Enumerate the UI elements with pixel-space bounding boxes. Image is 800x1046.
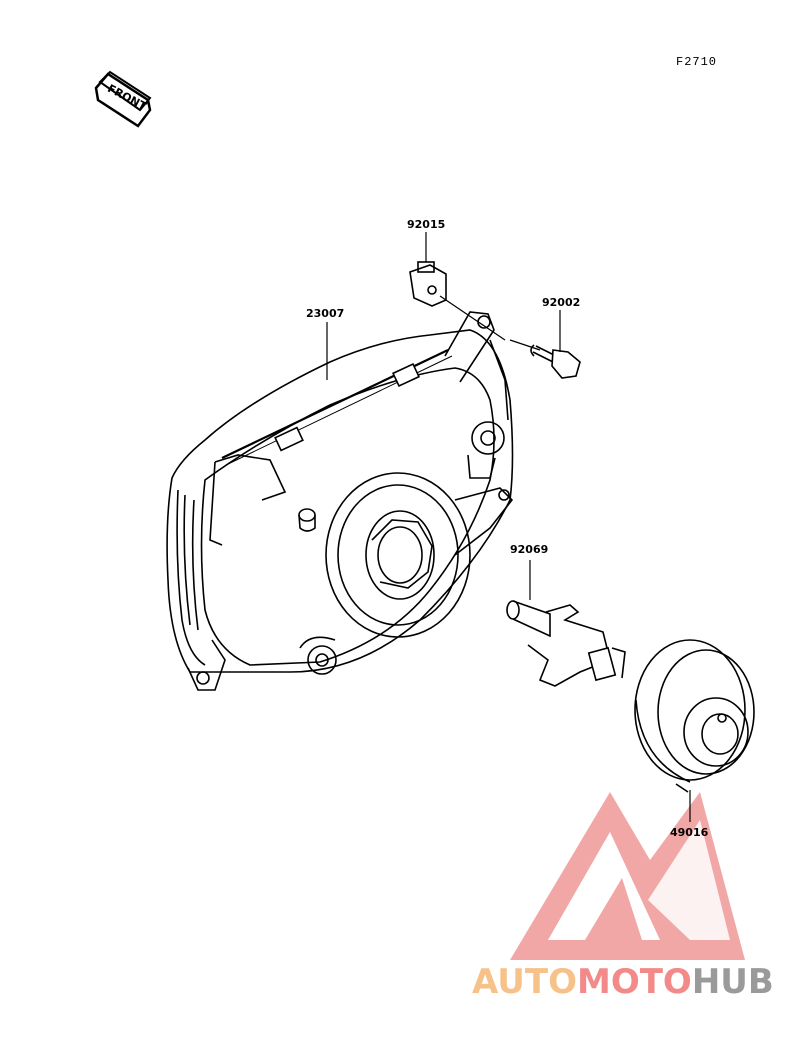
watermark-logo bbox=[510, 792, 745, 960]
part-number-92002: 92002 bbox=[542, 296, 581, 309]
watermark-moto: MOTO bbox=[576, 962, 692, 1002]
watermark-text: AUTOMOTOHUB bbox=[472, 962, 774, 1002]
part-number-92015: 92015 bbox=[407, 218, 446, 231]
headlight-unit-drawing bbox=[166, 311, 514, 691]
clip-nut-drawing bbox=[409, 261, 506, 341]
figure-code: F2710 bbox=[676, 55, 718, 69]
watermark-auto: AUTO bbox=[472, 962, 577, 1002]
part-number-49016: 49016 bbox=[670, 826, 709, 839]
dust-cap-drawing bbox=[634, 639, 755, 793]
bolt-drawing bbox=[509, 339, 581, 379]
front-arrow-icon: FRONT bbox=[94, 70, 152, 128]
part-number-92069: 92069 bbox=[510, 543, 549, 556]
watermark-hub: HUB bbox=[691, 962, 774, 1002]
bulb-drawing bbox=[506, 600, 626, 687]
leader-lines bbox=[326, 232, 691, 822]
part-number-23007: 23007 bbox=[306, 307, 345, 320]
